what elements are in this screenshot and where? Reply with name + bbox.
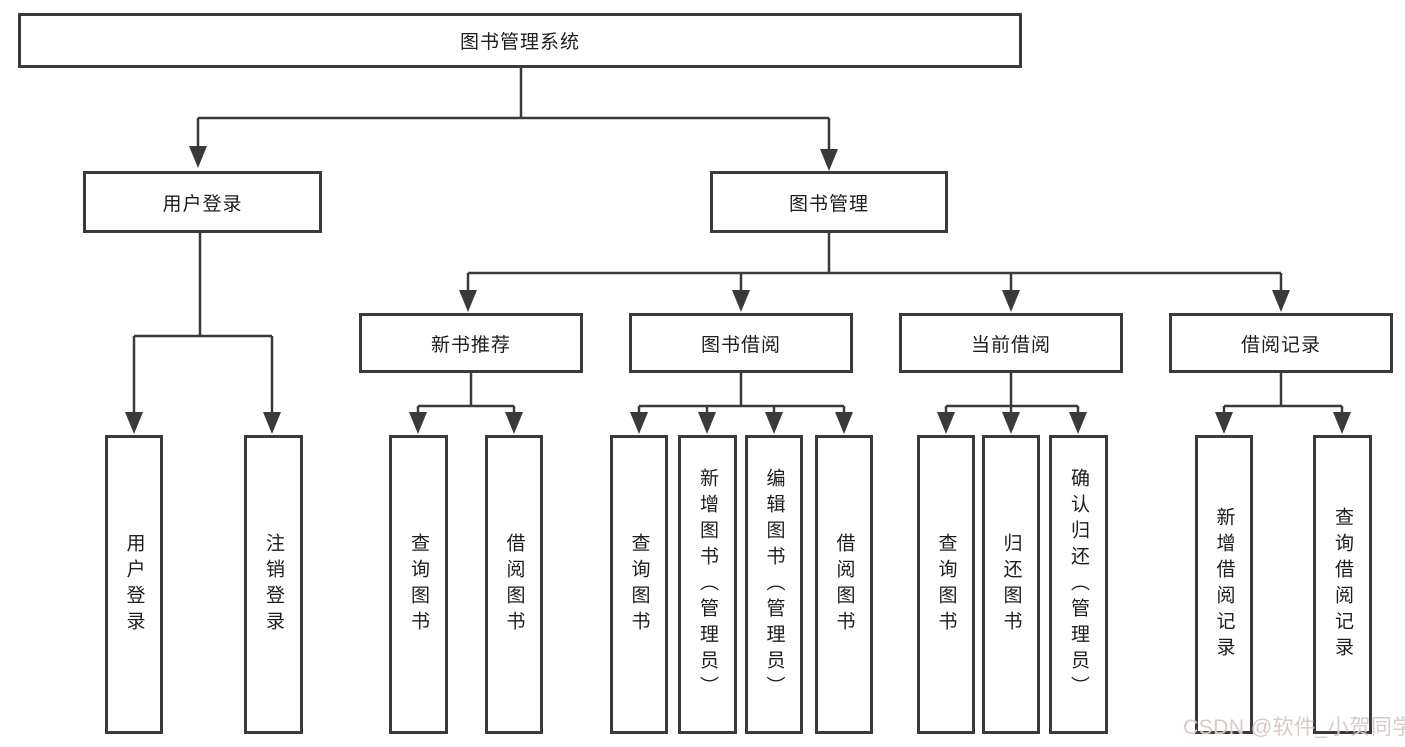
leaf-add-books-admin: 新增图书（管理员） [678,435,737,734]
node-label: 归还图书 [1000,532,1022,637]
node-label: 新增借阅记录 [1213,506,1235,663]
node-label: 新增图书（管理员） [697,467,718,702]
node-borrow-records: 借阅记录 [1169,313,1393,373]
node-label: 图书管理系统 [459,32,580,53]
node-label: 图书借阅 [700,334,781,356]
arrow-down-icons [125,146,1351,434]
leaf-query-borrow-record: 查询借阅记录 [1313,435,1372,734]
node-library-management-system: 图书管理系统 [18,13,1022,68]
leaf-logout: 注销登录 [244,435,303,734]
node-label: 注销登录 [263,532,284,637]
leaf-add-borrow-record: 新增借阅记录 [1195,435,1253,734]
leaf-query-books: 查询图书 [917,435,975,734]
node-new-book-recommend: 新书推荐 [359,313,583,373]
node-label: 查询图书 [628,532,650,637]
node-label: 借阅记录 [1240,334,1321,356]
node-label: 用户登录 [162,193,243,215]
connector-lines [132,68,1344,416]
node-book-borrow: 图书借阅 [629,313,853,373]
leaf-borrow-books: 借阅图书 [485,435,543,734]
node-label: 新书推荐 [430,334,511,356]
leaf-return-books: 归还图书 [982,435,1040,734]
node-label: 图书管理 [788,193,869,215]
csdn-watermark: CSDN @软件_小贺同学 [1183,716,1405,739]
node-label: 用户登录 [123,532,145,637]
leaf-query-books: 查询图书 [610,435,668,734]
node-label: 当前借阅 [970,334,1051,356]
node-label: 借阅图书 [833,532,855,637]
node-label: 查询借阅记录 [1332,506,1353,663]
node-current-borrow: 当前借阅 [899,313,1123,373]
node-label: 确认归还（管理员） [1068,467,1089,702]
node-label: 编辑图书（管理员） [763,467,785,702]
node-label: 查询图书 [408,532,429,637]
node-label: 借阅图书 [503,532,525,637]
node-user-login: 用户登录 [83,171,322,233]
leaf-user-login: 用户登录 [105,435,163,734]
leaf-confirm-return-admin: 确认归还（管理员） [1049,435,1108,734]
node-book-management: 图书管理 [710,171,948,233]
leaf-query-books: 查询图书 [389,435,448,734]
node-label: 查询图书 [935,532,957,637]
leaf-borrow-books: 借阅图书 [815,435,873,734]
leaf-edit-books-admin: 编辑图书（管理员） [745,435,803,734]
